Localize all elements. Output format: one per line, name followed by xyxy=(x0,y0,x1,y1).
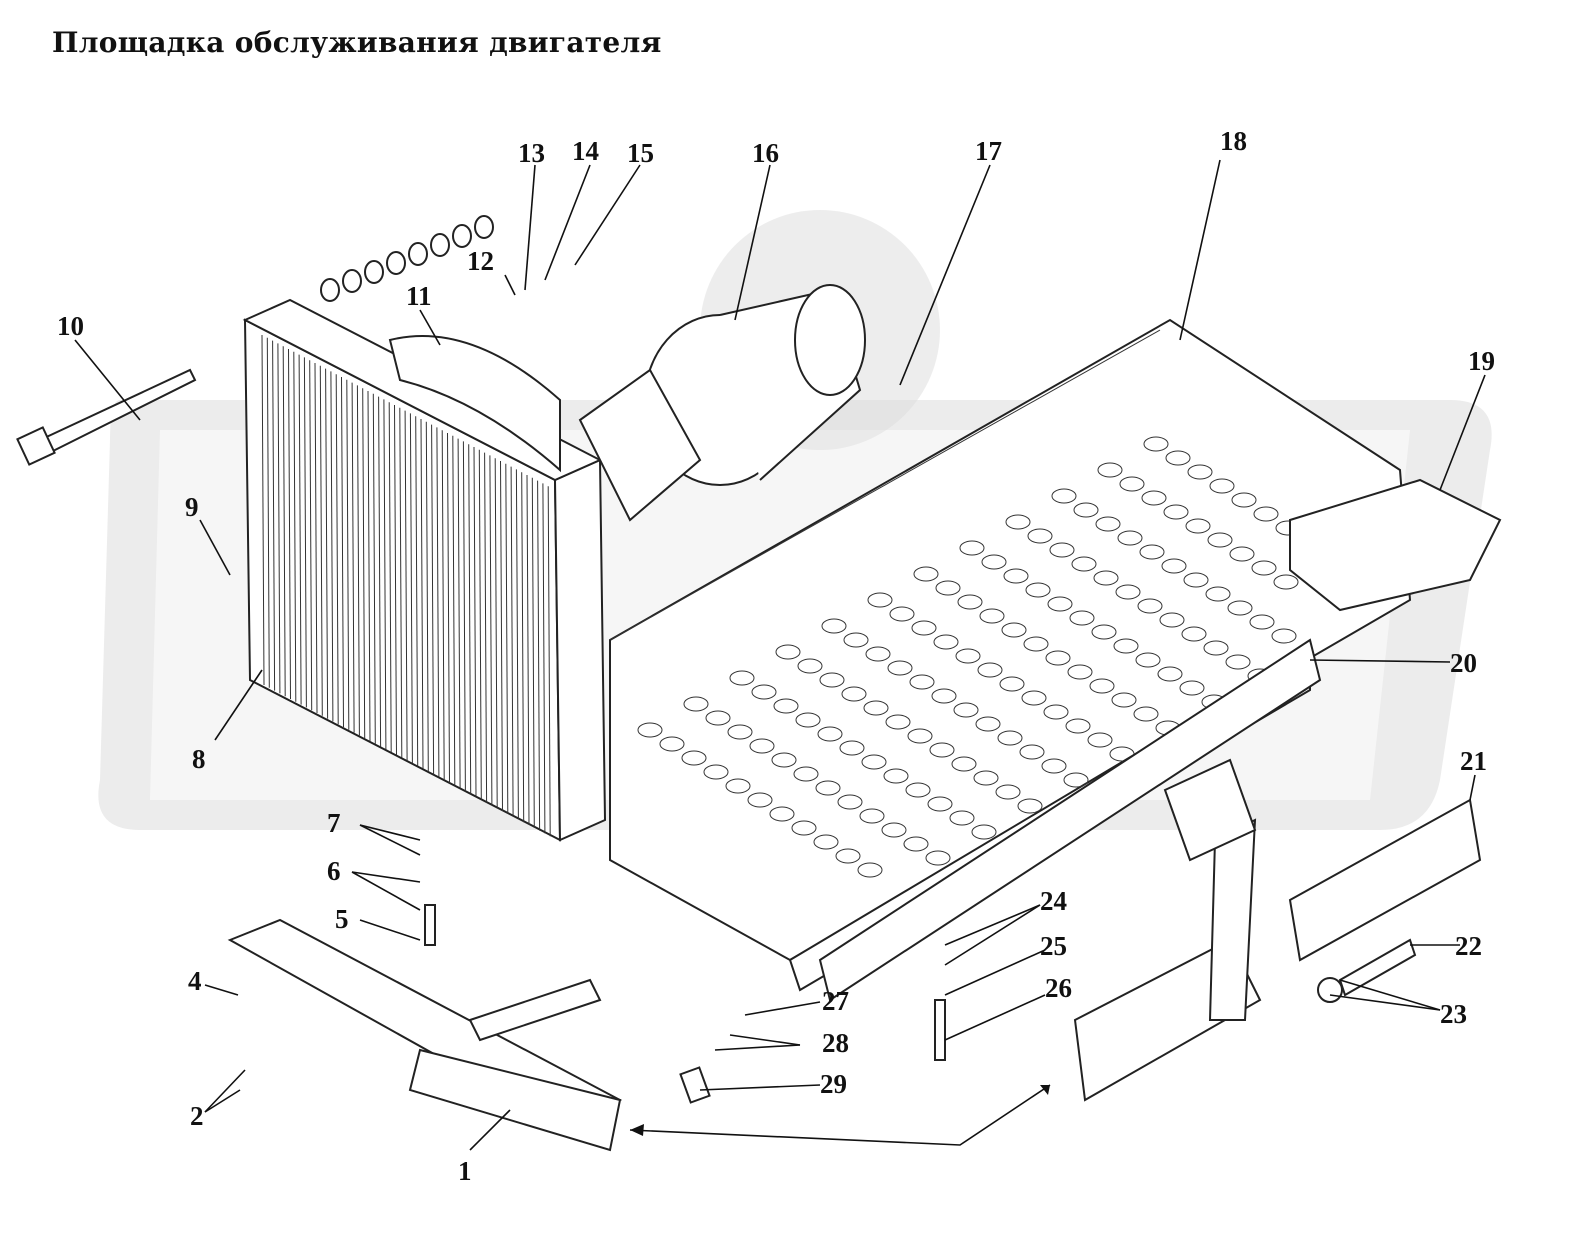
callout-15: 15 xyxy=(627,138,654,168)
callout-12: 12 xyxy=(467,246,494,276)
callout-labels: 1 2 4 5 6 7 8 9 10 11 12 13 14 15 16 17 … xyxy=(57,126,1495,1186)
callout-18: 18 xyxy=(1220,126,1247,156)
callout-5: 5 xyxy=(335,904,349,934)
callout-17: 17 xyxy=(975,136,1002,166)
callout-2: 2 xyxy=(190,1101,204,1131)
callout-6: 6 xyxy=(327,856,341,886)
callout-27: 27 xyxy=(822,986,849,1016)
fan-shroud xyxy=(388,335,561,473)
callout-1: 1 xyxy=(458,1156,472,1186)
perforation-holes xyxy=(637,436,1301,878)
diagram-title: Площадка обслуживания двигателя xyxy=(52,26,662,59)
callout-29: 29 xyxy=(820,1069,847,1099)
washer-set xyxy=(320,215,494,302)
radiator-fins xyxy=(261,334,551,837)
mount-bracket xyxy=(227,918,623,1152)
callout-10: 10 xyxy=(57,311,84,341)
callout-22: 22 xyxy=(1455,931,1482,961)
callout-28: 28 xyxy=(822,1028,849,1058)
callout-24: 24 xyxy=(1040,886,1067,916)
callout-23: 23 xyxy=(1440,999,1467,1029)
callout-11: 11 xyxy=(406,281,432,311)
leader-lines xyxy=(74,159,1486,1151)
callout-26: 26 xyxy=(1045,973,1072,1003)
side-rail xyxy=(818,638,1322,1002)
support-bracket xyxy=(1073,758,1482,1102)
air-filter xyxy=(578,284,866,522)
callout-21: 21 xyxy=(1460,746,1487,776)
callout-14: 14 xyxy=(572,136,599,166)
small-bolts xyxy=(424,904,946,1104)
callout-13: 13 xyxy=(518,138,545,168)
callout-4: 4 xyxy=(188,966,202,996)
radiator xyxy=(242,298,607,842)
rear-bracket-19 xyxy=(1289,478,1502,612)
callout-19: 19 xyxy=(1468,346,1495,376)
callout-20: 20 xyxy=(1450,648,1477,678)
callout-9: 9 xyxy=(185,492,199,522)
assembly-arrows xyxy=(629,1084,1051,1146)
callout-16: 16 xyxy=(752,138,779,168)
callout-7: 7 xyxy=(327,808,341,838)
callout-25: 25 xyxy=(1040,931,1067,961)
long-bolt xyxy=(16,368,197,466)
callout-8: 8 xyxy=(192,744,206,774)
